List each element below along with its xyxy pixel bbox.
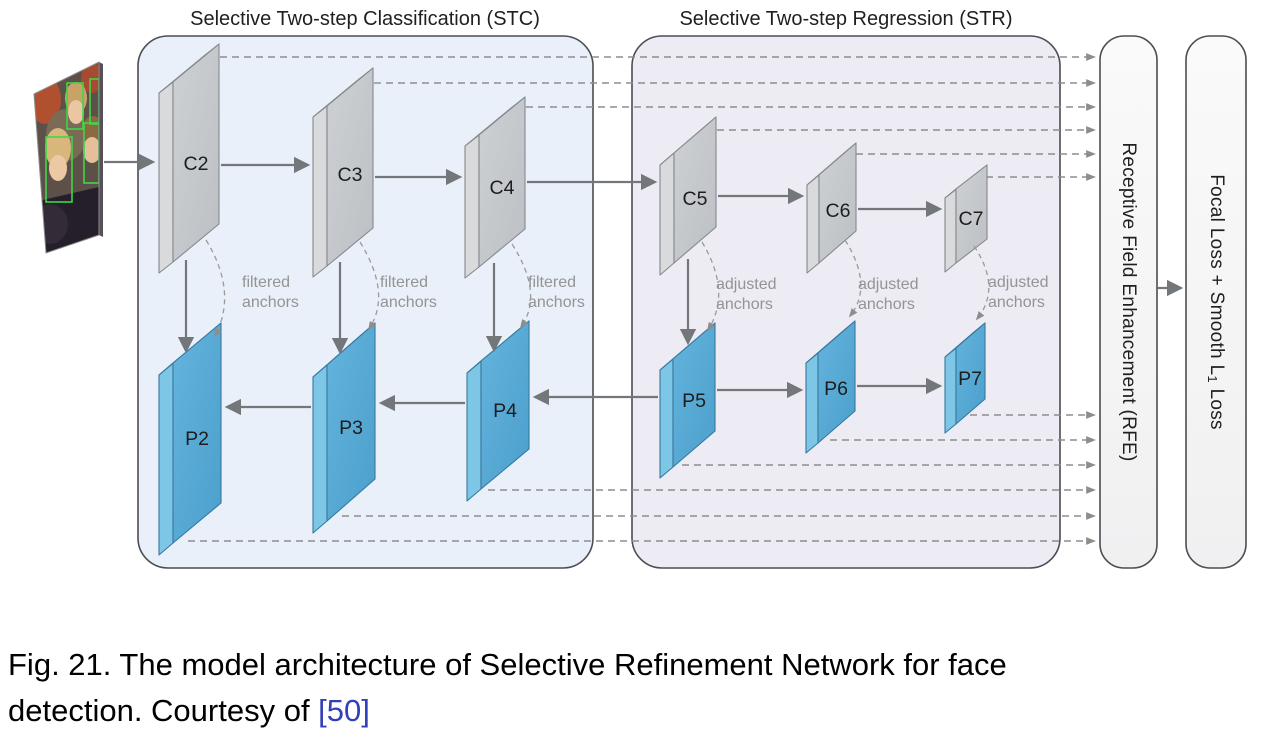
adjusted-anchors-line2: anchors [716, 296, 773, 313]
arc-filtered-anchors-c3-p3 [359, 241, 380, 331]
adjusted-anchors-label-2: adjusted anchors [858, 276, 919, 313]
slab-c5-side [659, 152, 675, 276]
loss-box [1185, 35, 1247, 569]
rfe-label: Receptive Field Enhancement (RFE) [1118, 142, 1139, 461]
slab-p6: P6 [805, 320, 856, 454]
photo-face [83, 137, 99, 163]
detection-box [83, 122, 99, 184]
slab-c4: C4 [464, 96, 526, 279]
loss-label-part1: Focal Loss + Smooth L [1206, 174, 1227, 375]
stc-title: Selective Two-step Classification (STC) [190, 8, 540, 30]
slab-c6-side [806, 174, 820, 274]
loss-label-part2: Loss [1206, 383, 1227, 430]
input-image [33, 61, 103, 254]
photo-edge [99, 62, 103, 237]
slab-p2: P2 [158, 322, 222, 556]
slab-p2-label: P2 [185, 428, 209, 450]
filtered-anchors-label-2: filtered anchors [380, 274, 437, 311]
slab-c3-label: C3 [338, 164, 363, 186]
arc-adjusted-anchors-c5-p5 [701, 241, 720, 332]
photo-face [68, 100, 84, 124]
slab-p5: P5 [659, 322, 716, 479]
slab-c3-side [312, 105, 328, 278]
adjusted-anchors-line1: adjusted [988, 274, 1049, 291]
detection-box [66, 82, 84, 130]
adjusted-anchors-line1: adjusted [716, 276, 777, 293]
detection-box [45, 136, 73, 203]
slab-c2: C2 [158, 43, 220, 274]
photo-border [33, 61, 100, 254]
filtered-anchors-line2: anchors [380, 294, 437, 311]
arc-adjusted-anchors-c6-p6 [844, 239, 862, 318]
loss-label-subscript: 1 [1205, 375, 1220, 383]
photo-clothing [34, 204, 68, 244]
slab-p6-side [805, 352, 819, 454]
filtered-anchors-line1: filtered [528, 274, 576, 291]
figure-caption: Fig. 21. The model architecture of Selec… [8, 642, 1270, 734]
adjusted-anchors-label-1: adjusted anchors [716, 276, 777, 313]
filtered-anchors-label-1: filtered anchors [242, 274, 299, 311]
slab-c7: C7 [944, 164, 988, 273]
slab-p6-front [817, 320, 856, 444]
photo-face [49, 155, 67, 181]
adjusted-anchors-line1: adjusted [858, 276, 919, 293]
str-region [631, 35, 1061, 569]
arc-filtered-anchors-c4-p4 [511, 243, 532, 329]
slab-c3: C3 [312, 67, 374, 278]
filtered-anchors-line2: anchors [528, 294, 585, 311]
slab-p5-side [659, 358, 674, 479]
slab-c2-label: C2 [184, 153, 209, 175]
detection-box [89, 78, 99, 125]
slab-c4-front [478, 96, 526, 268]
loss-label: Focal Loss + Smooth L1 Loss [1205, 174, 1227, 430]
photo-blur-blob [81, 63, 99, 93]
slab-p4: P4 [466, 320, 530, 502]
slab-p4-label: P4 [493, 400, 517, 422]
slab-p3-front [326, 322, 376, 522]
slab-p7-side [944, 347, 957, 434]
slab-c5-front [673, 116, 717, 264]
photo-hair [45, 128, 71, 168]
slab-p7-front [955, 322, 986, 425]
slab-p5-front [672, 322, 716, 468]
adjusted-anchors-label-3: adjusted anchors [988, 274, 1049, 311]
rfe-box [1099, 35, 1158, 569]
slab-p7: P7 [944, 322, 986, 434]
slab-c2-side [158, 81, 174, 274]
filtered-anchors-line1: filtered [242, 274, 290, 291]
arc-filtered-anchors-c2-p2 [205, 239, 226, 338]
slab-c4-side [464, 134, 480, 279]
slab-p4-side [466, 360, 482, 502]
filtered-anchors-label-3: filtered anchors [528, 274, 585, 311]
slab-c7-side [944, 188, 957, 273]
citation-link[interactable]: [50] [318, 692, 370, 728]
caption-line2: detection. Courtesy of [8, 692, 319, 728]
slab-c6-label: C6 [826, 200, 851, 222]
slab-c7-front [955, 164, 988, 264]
adjusted-anchors-line2: anchors [858, 296, 915, 313]
filtered-anchors-line2: anchors [242, 294, 299, 311]
slab-p3-side [312, 364, 328, 534]
slab-p5-label: P5 [682, 390, 706, 412]
slab-c3-front [326, 67, 374, 267]
slab-p2-side [158, 362, 174, 556]
str-title: Selective Two-step Regression (STR) [679, 8, 1012, 30]
slab-p3-label: P3 [339, 417, 363, 439]
srn-architecture-diagram: Selective Two-step Classification (STC) … [33, 8, 1247, 569]
slab-c6: C6 [806, 142, 857, 274]
slab-p2-front [172, 322, 222, 544]
slab-c7-label: C7 [959, 208, 984, 230]
adjusted-anchors-line2: anchors [988, 294, 1045, 311]
slab-p6-label: P6 [824, 378, 848, 400]
filtered-anchors-line1: filtered [380, 274, 428, 291]
slab-c6-front [818, 142, 857, 264]
slab-c5: C5 [659, 116, 717, 276]
slab-c5-label: C5 [683, 188, 708, 210]
slab-p7-label: P7 [958, 368, 982, 390]
slab-p4-front [480, 320, 530, 490]
slab-c2-front [172, 43, 220, 263]
arc-adjusted-anchors-c7-p7 [973, 245, 990, 321]
caption-line1: Fig. 21. The model architecture of Selec… [8, 647, 1007, 682]
slab-c4-label: C4 [490, 177, 515, 199]
